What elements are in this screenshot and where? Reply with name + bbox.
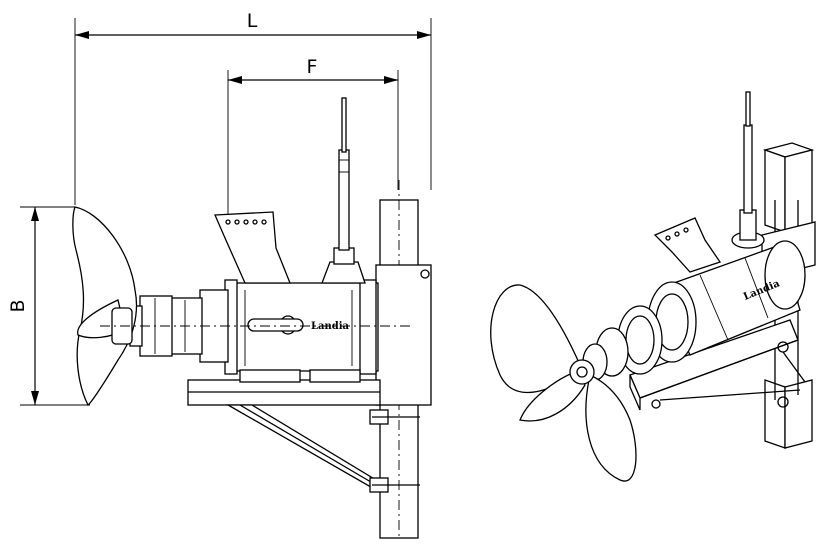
dimension-b: B (7, 206, 90, 406)
iso-propeller (490, 284, 637, 482)
dimension-b-label: B (7, 299, 29, 312)
iso-gearbox (582, 305, 663, 381)
mounting-plate (375, 264, 432, 406)
brand-label-side: Landia (311, 321, 350, 332)
support-bracket (187, 379, 420, 493)
motor-housing: Landia (224, 279, 379, 383)
propeller-side (72, 206, 138, 406)
side-elevation-view: L F B (7, 10, 432, 539)
dimension-f-label: F (307, 56, 318, 78)
dimension-l-label: L (247, 10, 258, 32)
iso-cable-gland (731, 91, 765, 249)
iso-lifting-bracket (653, 217, 722, 273)
cable-gland (321, 97, 366, 284)
dimension-l: L (74, 10, 432, 205)
dimension-f: F (227, 56, 399, 215)
lifting-bracket (214, 211, 291, 284)
isometric-view: Landia (490, 91, 816, 482)
